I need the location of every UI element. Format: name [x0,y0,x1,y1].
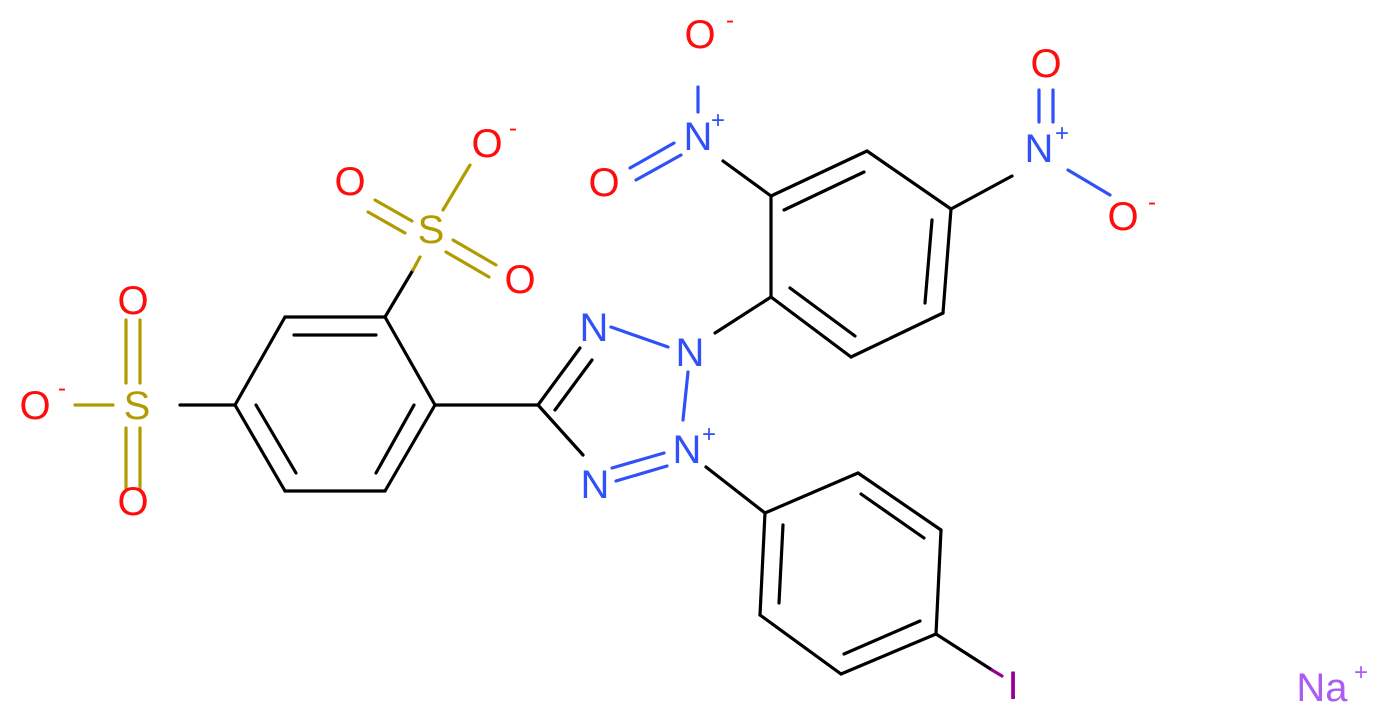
bond [934,528,943,636]
atom-n-nitro-b: N [1025,127,1054,171]
bond [941,207,953,315]
bond [610,451,666,470]
atom-n-tetrazole-1: N [580,306,609,350]
atom-n-tetrazole-3: N [673,428,702,472]
bond [451,238,498,267]
charge-minus: - [509,115,517,142]
charge-minus: - [58,375,66,402]
bond [536,403,585,457]
atom-s-sulfonate-a: S [418,208,445,252]
bond [441,163,472,212]
bond [865,149,953,211]
atom-o-nitro-b-right: O [1107,195,1138,239]
atom-o-sulfonate-b-top: O [117,279,148,323]
bond-inner [842,619,922,656]
atom-n-nitro-a: N [684,115,713,159]
atom-o-nitro-a-top: O [684,13,715,57]
bond [721,159,773,198]
charge-plus: + [1354,659,1368,686]
bond-inner [553,358,594,412]
bond [856,471,943,532]
atom-o-sulfonate-b-bottom: O [117,480,148,524]
bond [990,668,1004,678]
bond [839,632,938,676]
bond-inner [254,403,298,475]
charge-plus: + [711,107,725,134]
bond-inner [782,170,866,212]
charge-minus: - [726,7,734,34]
bond-inner [777,523,785,605]
atom-o-nitro-a-left: O [588,161,619,205]
bond [614,464,669,483]
bond [383,403,437,493]
atom-s-sulfonate-b: S [124,384,151,428]
atom-labels: O - N + O O N + O - O - O S O O O - S O … [19,7,1368,710]
bond [628,141,676,170]
bond [713,295,773,335]
bond [366,210,407,235]
atom-o-sulfonate-a-left: O [334,160,365,204]
bond [758,613,843,676]
bond [1066,168,1112,197]
charge-minus: - [1148,189,1156,216]
bond [444,250,491,279]
bond [233,315,287,407]
bond [949,174,1014,211]
atom-n-tetrazole-4: N [581,463,610,507]
bond [769,295,853,359]
atom-o-sulfonate-b-left: O [19,384,50,428]
atom-sodium: Na [1296,666,1348,710]
bond-inner [788,286,857,338]
bond [769,149,869,198]
bond [536,346,582,407]
bond [849,311,945,359]
charge-plus: + [1055,120,1069,147]
bonds [73,85,1112,678]
bond [934,632,994,672]
bond-inner [923,218,934,305]
bond [411,255,422,272]
bond [758,511,767,617]
atom-o-sulfonate-a-right: O [504,258,535,302]
charge-plus: + [702,421,716,448]
bond [634,153,683,182]
atom-o-nitro-b-top: O [1030,42,1061,86]
bond [233,403,287,493]
bond [373,198,414,223]
bond [609,325,670,349]
atom-o-sulfonate-a-top: O [471,122,502,166]
atom-n-tetrazole-2: N [676,331,705,375]
bond-inner [859,492,926,540]
bond [763,471,860,515]
atom-iodine: I [1007,664,1018,708]
bond [383,315,437,407]
bond-inner [374,403,416,475]
bond [681,370,690,422]
bond [383,268,415,319]
bond [704,465,767,515]
